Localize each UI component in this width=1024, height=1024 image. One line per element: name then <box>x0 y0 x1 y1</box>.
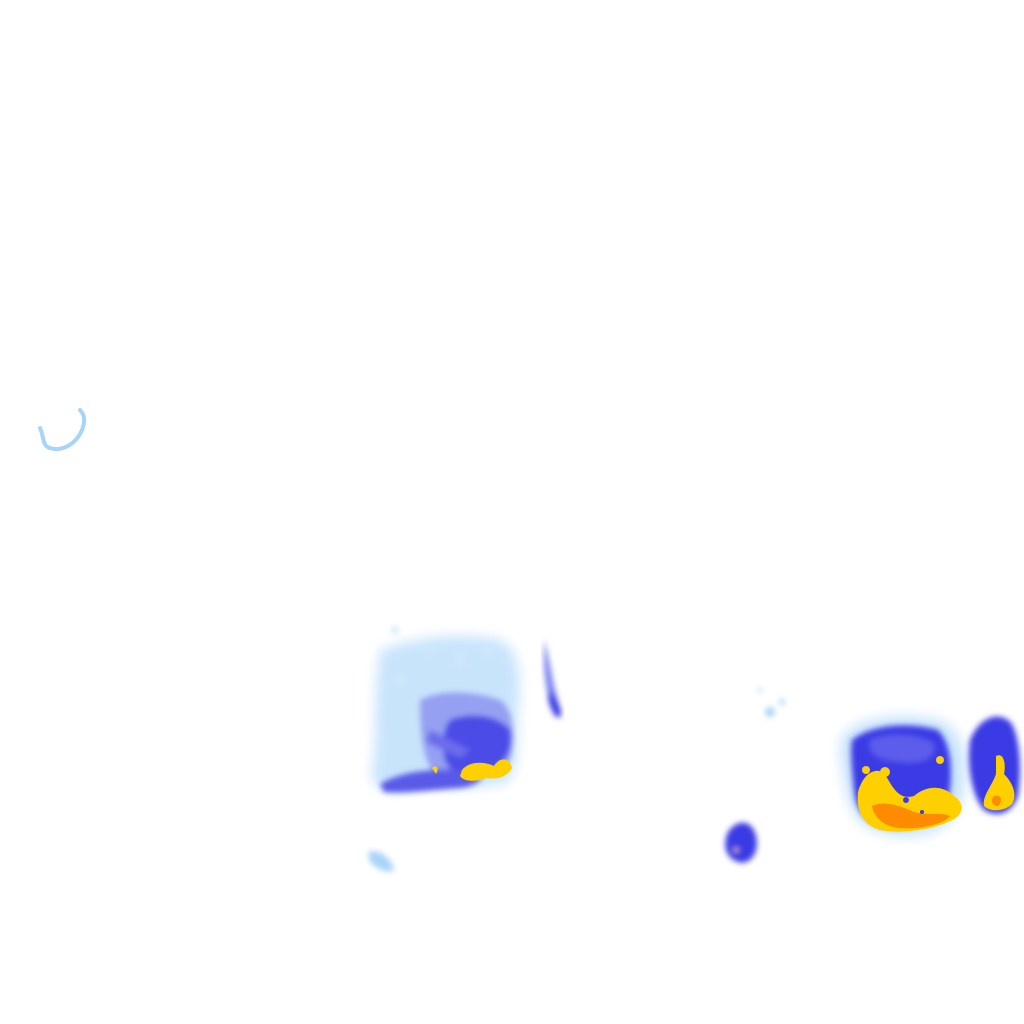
echo-storm-far-east <box>968 716 1020 814</box>
core-very-heavy-east <box>857 756 962 832</box>
echo-cluster-central <box>371 626 520 793</box>
echo-streak-central <box>544 640 562 718</box>
echo-storm-east <box>840 716 966 837</box>
core-heavy-central <box>432 759 512 781</box>
echo-cell-south-east <box>725 822 757 863</box>
core-heavy-far-east <box>983 755 1015 811</box>
echo-ring-west <box>38 408 87 451</box>
echo-patch-south-central <box>368 851 394 872</box>
echo-specks-east <box>758 688 785 717</box>
